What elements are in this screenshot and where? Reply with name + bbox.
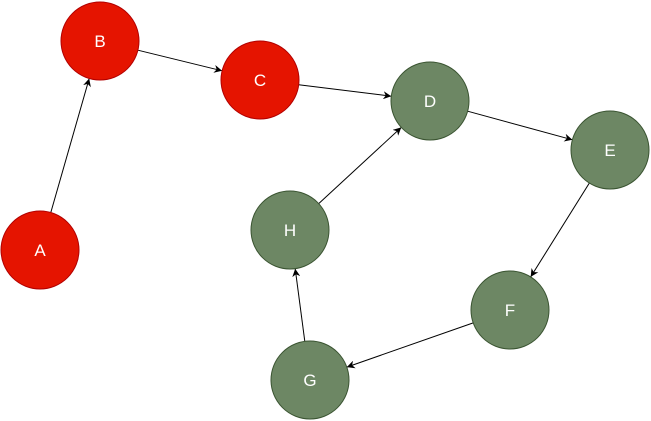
edge-a-to-b bbox=[50, 78, 91, 213]
edge-h-to-d bbox=[318, 127, 402, 204]
node-f: F bbox=[470, 270, 550, 350]
node-d: D bbox=[390, 61, 470, 141]
node-circle-a bbox=[0, 210, 80, 290]
edge-d-to-e bbox=[467, 110, 573, 142]
node-label-h: H bbox=[284, 221, 296, 240]
node-circle-g bbox=[270, 340, 350, 420]
node-circle-c bbox=[220, 40, 300, 120]
edges-layer bbox=[50, 49, 590, 369]
edge-g-to-h bbox=[292, 268, 306, 342]
node-circle-f bbox=[470, 270, 550, 350]
node-label-e: E bbox=[604, 141, 615, 160]
node-b: B bbox=[60, 1, 140, 81]
node-circle-d bbox=[390, 61, 470, 141]
node-label-a: A bbox=[34, 241, 46, 260]
node-a: A bbox=[0, 210, 80, 290]
node-h: H bbox=[250, 190, 330, 270]
edge-e-to-f bbox=[530, 182, 590, 278]
node-label-f: F bbox=[505, 301, 515, 320]
node-circle-e bbox=[570, 110, 650, 190]
edge-c-to-d bbox=[298, 84, 392, 100]
edge-f-to-g bbox=[346, 322, 474, 369]
node-label-b: B bbox=[94, 32, 105, 51]
node-g: G bbox=[270, 340, 350, 420]
node-label-d: D bbox=[424, 92, 436, 111]
node-label-g: G bbox=[303, 371, 316, 390]
node-e: E bbox=[570, 110, 650, 190]
node-label-c: C bbox=[254, 71, 266, 90]
edge-b-to-c bbox=[137, 49, 223, 73]
node-c: C bbox=[220, 40, 300, 120]
node-circle-h bbox=[250, 190, 330, 270]
node-circle-b bbox=[60, 1, 140, 81]
